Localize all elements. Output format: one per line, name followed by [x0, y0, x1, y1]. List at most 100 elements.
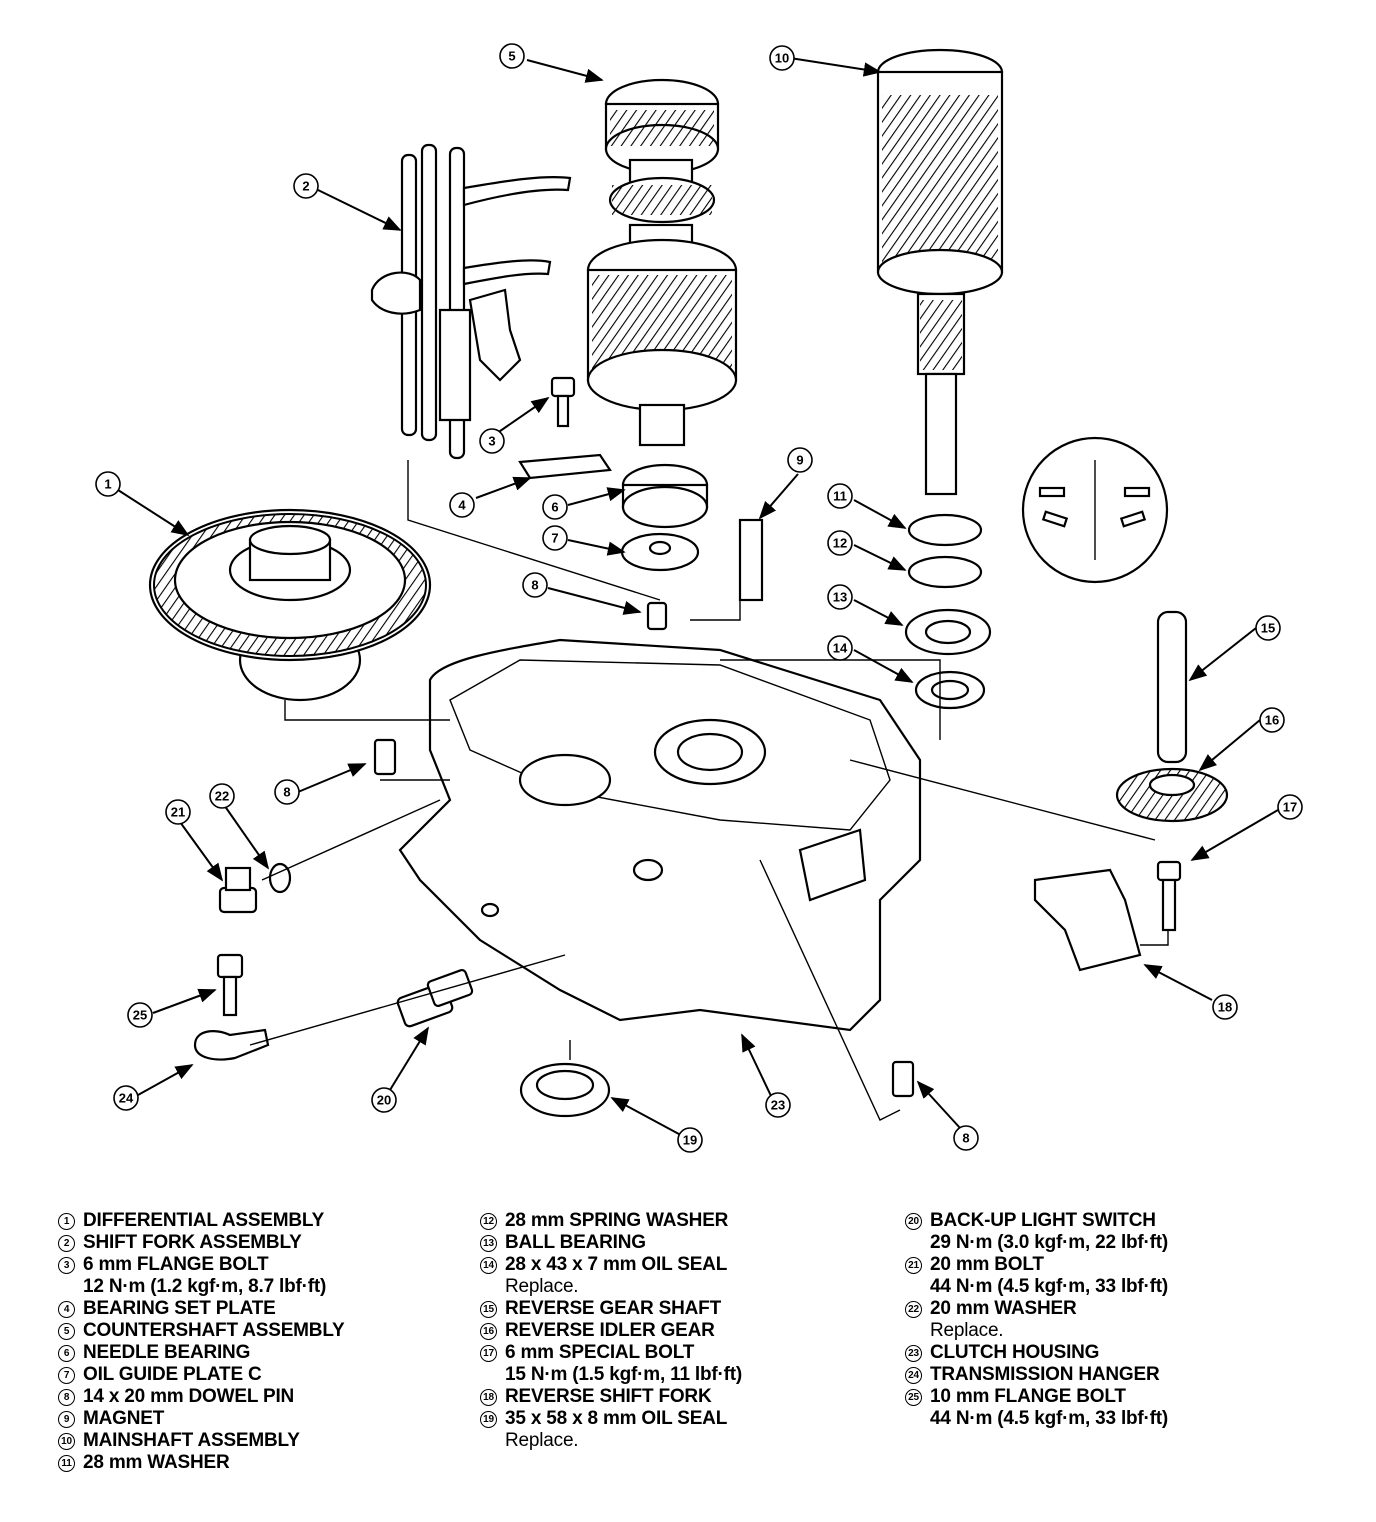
- svg-text:12: 12: [833, 536, 847, 551]
- legend-text: 35 x 58 x 8 mm OIL SEAL: [505, 1408, 728, 1429]
- svg-text:8: 8: [531, 578, 538, 593]
- svg-text:3: 3: [488, 434, 495, 449]
- legend-text: MAINSHAFT ASSEMBLY: [83, 1430, 300, 1451]
- callout-2: 2: [293, 173, 319, 199]
- callout-23: 23: [765, 1092, 791, 1118]
- svg-text:13: 13: [833, 590, 847, 605]
- legend-number: 5: [58, 1323, 75, 1340]
- exploded-transmission-diagram: 1 2 3 4 5 6 7 8 8 8 9 10 11 12 13 14 15 …: [95, 43, 1303, 1153]
- legend-number: 22: [905, 1301, 922, 1318]
- legend-number: 12: [480, 1213, 497, 1230]
- legend-text: 20 mm WASHER: [930, 1298, 1077, 1319]
- washer-28mm: [907, 513, 983, 547]
- callout-5: 5: [499, 43, 525, 69]
- svg-text:16: 16: [1265, 713, 1279, 728]
- mainshaft-assembly: [876, 48, 1004, 496]
- dowel-pin-upper: [646, 601, 668, 631]
- callout-18: 18: [1212, 994, 1238, 1020]
- shift-fork-assembly: [370, 143, 572, 460]
- legend-item-12: 12 28 mm SPRING WASHER: [480, 1210, 900, 1232]
- svg-text:15: 15: [1261, 621, 1275, 636]
- svg-text:19: 19: [683, 1133, 697, 1148]
- svg-text:21: 21: [171, 805, 185, 820]
- callout-9: 9: [787, 447, 813, 473]
- callout-21: 21: [165, 799, 191, 825]
- legend-text: DIFFERENTIAL ASSEMBLY: [83, 1210, 325, 1231]
- legend-text: BALL BEARING: [505, 1232, 646, 1253]
- legend-text: CLUTCH HOUSING: [930, 1342, 1100, 1363]
- special-bolt-6mm: [1156, 860, 1182, 932]
- legend-number: 17: [480, 1345, 497, 1362]
- legend-torque-spec: 12 N·m (1.2 kgf·m, 8.7 lbf·ft): [83, 1276, 327, 1297]
- callout-19: 19: [677, 1127, 703, 1153]
- legend-item-2: 2 SHIFT FORK ASSEMBLY: [58, 1232, 468, 1254]
- svg-text:11: 11: [833, 489, 847, 504]
- legend-item-11: 11 28 mm WASHER: [58, 1452, 468, 1474]
- callout-7: 7: [542, 525, 568, 551]
- callout-17: 17: [1277, 794, 1303, 820]
- legend-number: 6: [58, 1345, 75, 1362]
- legend-column-1: 1 DIFFERENTIAL ASSEMBLY 2 SHIFT FORK ASSEM…: [58, 1210, 468, 1474]
- legend-text: 14 x 20 mm DOWEL PIN: [83, 1386, 295, 1407]
- svg-text:6: 6: [551, 500, 558, 515]
- legend-note: Replace.: [505, 1430, 579, 1451]
- legend-torque-spec: 44 N·m (4.5 kgf·m, 33 lbf·ft): [930, 1276, 1169, 1297]
- washer-detail-magnifier: [1021, 436, 1169, 584]
- callout-labels: 1 2 3 4 5 6 7 8 8 8 9 10 11 12 13 14 15 …: [95, 43, 1303, 1153]
- legend-number: 24: [905, 1367, 922, 1384]
- legend-text: BACK-UP LIGHT SWITCH: [930, 1210, 1156, 1231]
- legend-text: REVERSE IDLER GEAR: [505, 1320, 715, 1341]
- flange-bolt-10mm: [216, 953, 244, 1017]
- dowel-pin-left: [373, 738, 397, 776]
- svg-text:9: 9: [796, 453, 803, 468]
- legend-number: 23: [905, 1345, 922, 1362]
- legend-number: 11: [58, 1455, 75, 1472]
- callout-4: 4: [449, 492, 475, 518]
- reverse-shift-fork: [1033, 868, 1142, 972]
- legend-text: SHIFT FORK ASSEMBLY: [83, 1232, 302, 1253]
- legend-number: 20: [905, 1213, 922, 1230]
- legend-number: 13: [480, 1235, 497, 1252]
- bolt-20mm: [218, 866, 258, 914]
- callout-16: 16: [1259, 707, 1285, 733]
- legend-text: OIL GUIDE PLATE C: [83, 1364, 262, 1385]
- callout-8c: 8: [953, 1125, 979, 1151]
- legend-text: 28 mm WASHER: [83, 1452, 230, 1473]
- legend-number: 1: [58, 1213, 75, 1230]
- legend-number: 7: [58, 1367, 75, 1384]
- callout-15: 15: [1255, 615, 1281, 641]
- countershaft-assembly: [586, 78, 738, 447]
- legend-text: 28 x 43 x 7 mm OIL SEAL: [505, 1254, 728, 1275]
- back-up-light-switch: [396, 968, 474, 1028]
- callout-10: 10: [769, 45, 795, 71]
- legend-note: Replace.: [505, 1276, 579, 1297]
- legend-item-13: 13 BALL BEARING: [480, 1232, 900, 1254]
- legend-text: COUNTERSHAFT ASSEMBLY: [83, 1320, 345, 1341]
- legend-number: 3: [58, 1257, 75, 1274]
- legend-number: 25: [905, 1389, 922, 1406]
- legend-number: 2: [58, 1235, 75, 1252]
- legend-number: 18: [480, 1389, 497, 1406]
- legend-text: 28 mm SPRING WASHER: [505, 1210, 729, 1231]
- legend-item-23: 23 CLUTCH HOUSING: [905, 1342, 1365, 1364]
- svg-text:8: 8: [283, 785, 290, 800]
- bearing-set-plate: [518, 453, 612, 480]
- svg-text:10: 10: [775, 51, 789, 66]
- callout-24: 24: [113, 1085, 139, 1111]
- callout-13: 13: [827, 584, 853, 610]
- legend-text: BEARING SET PLATE: [83, 1298, 276, 1319]
- legend-number: 16: [480, 1323, 497, 1340]
- svg-text:25: 25: [133, 1008, 147, 1023]
